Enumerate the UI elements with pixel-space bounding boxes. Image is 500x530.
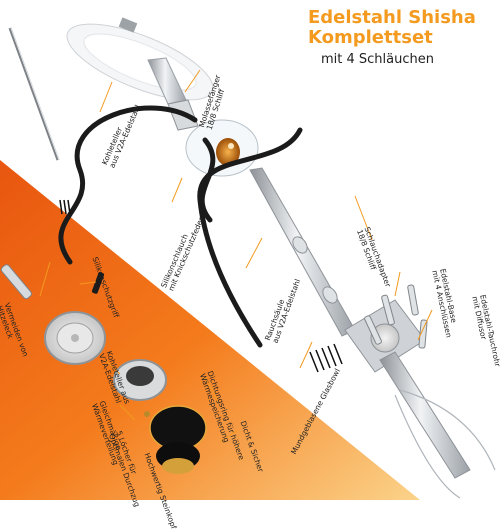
title-line-1: Edelstahl Shisha <box>308 7 476 28</box>
silicone-grip-icon <box>91 272 105 294</box>
product-image: Edelstahl Shisha Komplettset mit 4 Schlä… <box>0 8 500 530</box>
page-subtitle: mit 4 Schläuchen <box>321 52 434 67</box>
glass-bowl-icon <box>379 351 496 499</box>
stone-bowl-icon <box>149 405 207 474</box>
steel-base-icon <box>344 299 426 373</box>
title-line-2: Komplettset <box>308 27 433 48</box>
kohleteller-disk-icon <box>66 17 214 101</box>
smoke-column-icon <box>249 167 356 337</box>
hose-spring-icon <box>59 199 343 373</box>
charcoal-tongs-icon <box>8 27 60 161</box>
gasket-icon <box>144 411 150 417</box>
heat-cup-icon <box>113 359 167 401</box>
page-title: Edelstahl Shisha Komplettset <box>308 8 476 48</box>
heat-manager-icon <box>44 311 106 365</box>
leader-lines <box>39 69 433 443</box>
illustration <box>0 17 496 500</box>
silicone-hose-icon <box>58 105 303 348</box>
hose-adapter-icons <box>364 284 428 349</box>
orange-background <box>0 160 420 500</box>
tong-rod-icon <box>0 264 32 300</box>
